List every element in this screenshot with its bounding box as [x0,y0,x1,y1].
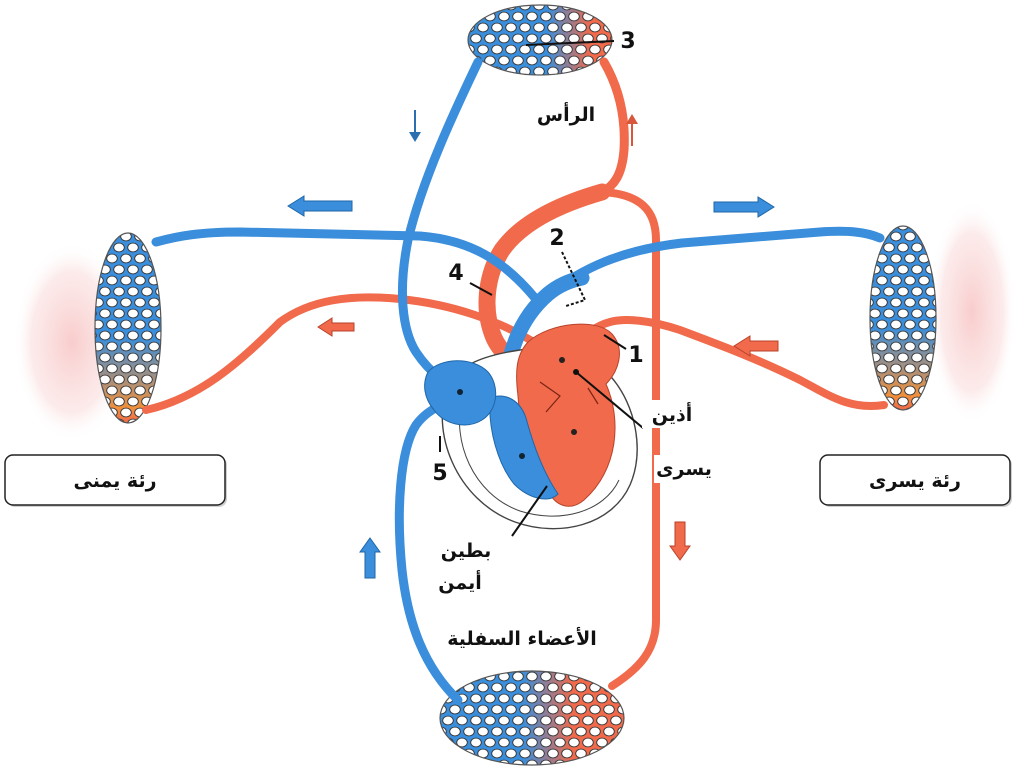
small-blue-arrow-down [409,110,421,142]
heart [425,324,637,529]
blue-arrow-left [288,196,352,216]
label-left-lung: رئة يسرى [869,470,961,492]
left-pulmonary-artery [548,231,880,295]
label-number-4: 4 [448,261,463,286]
artery-to-head [602,62,624,192]
chamber-dot [457,389,463,395]
chamber-dot [519,453,525,459]
left-lung-capillary-network [870,226,936,410]
label-right-ventricle-line1: بطين [441,540,492,562]
red-arrow-down [670,522,690,560]
left-lung-label-box: رئة يسرى [820,455,1012,507]
blue-arrow-right [714,197,774,217]
label-lower-organs: الأعضاء السفلية [447,627,597,650]
label-right-lung: رئة يمنى [73,470,156,492]
right-lung-label-box: رئة يمنى [5,455,227,507]
head-capillary-network [468,5,612,75]
lower-body-capillary-network [440,671,624,765]
label-number-2: 2 [549,226,564,251]
label-number-5: 5 [432,461,447,486]
red-arrow-left-side [318,318,354,336]
label-number-3: 3 [620,29,635,54]
label-right-ventricle-line2: أيمن [438,570,481,594]
label-left-atrium-line1: أذين [652,402,693,426]
left-lung-background [928,200,1016,424]
blue-arrow-up [360,538,380,578]
label-left-atrium-line2: يسرى [656,458,712,480]
chamber-dot [571,429,577,435]
chamber-dot [559,357,565,363]
label-head: الرأس [537,102,595,126]
label-number-1: 1 [628,343,643,368]
right-lung-capillary-network [95,233,161,423]
vein-from-head [402,62,478,378]
